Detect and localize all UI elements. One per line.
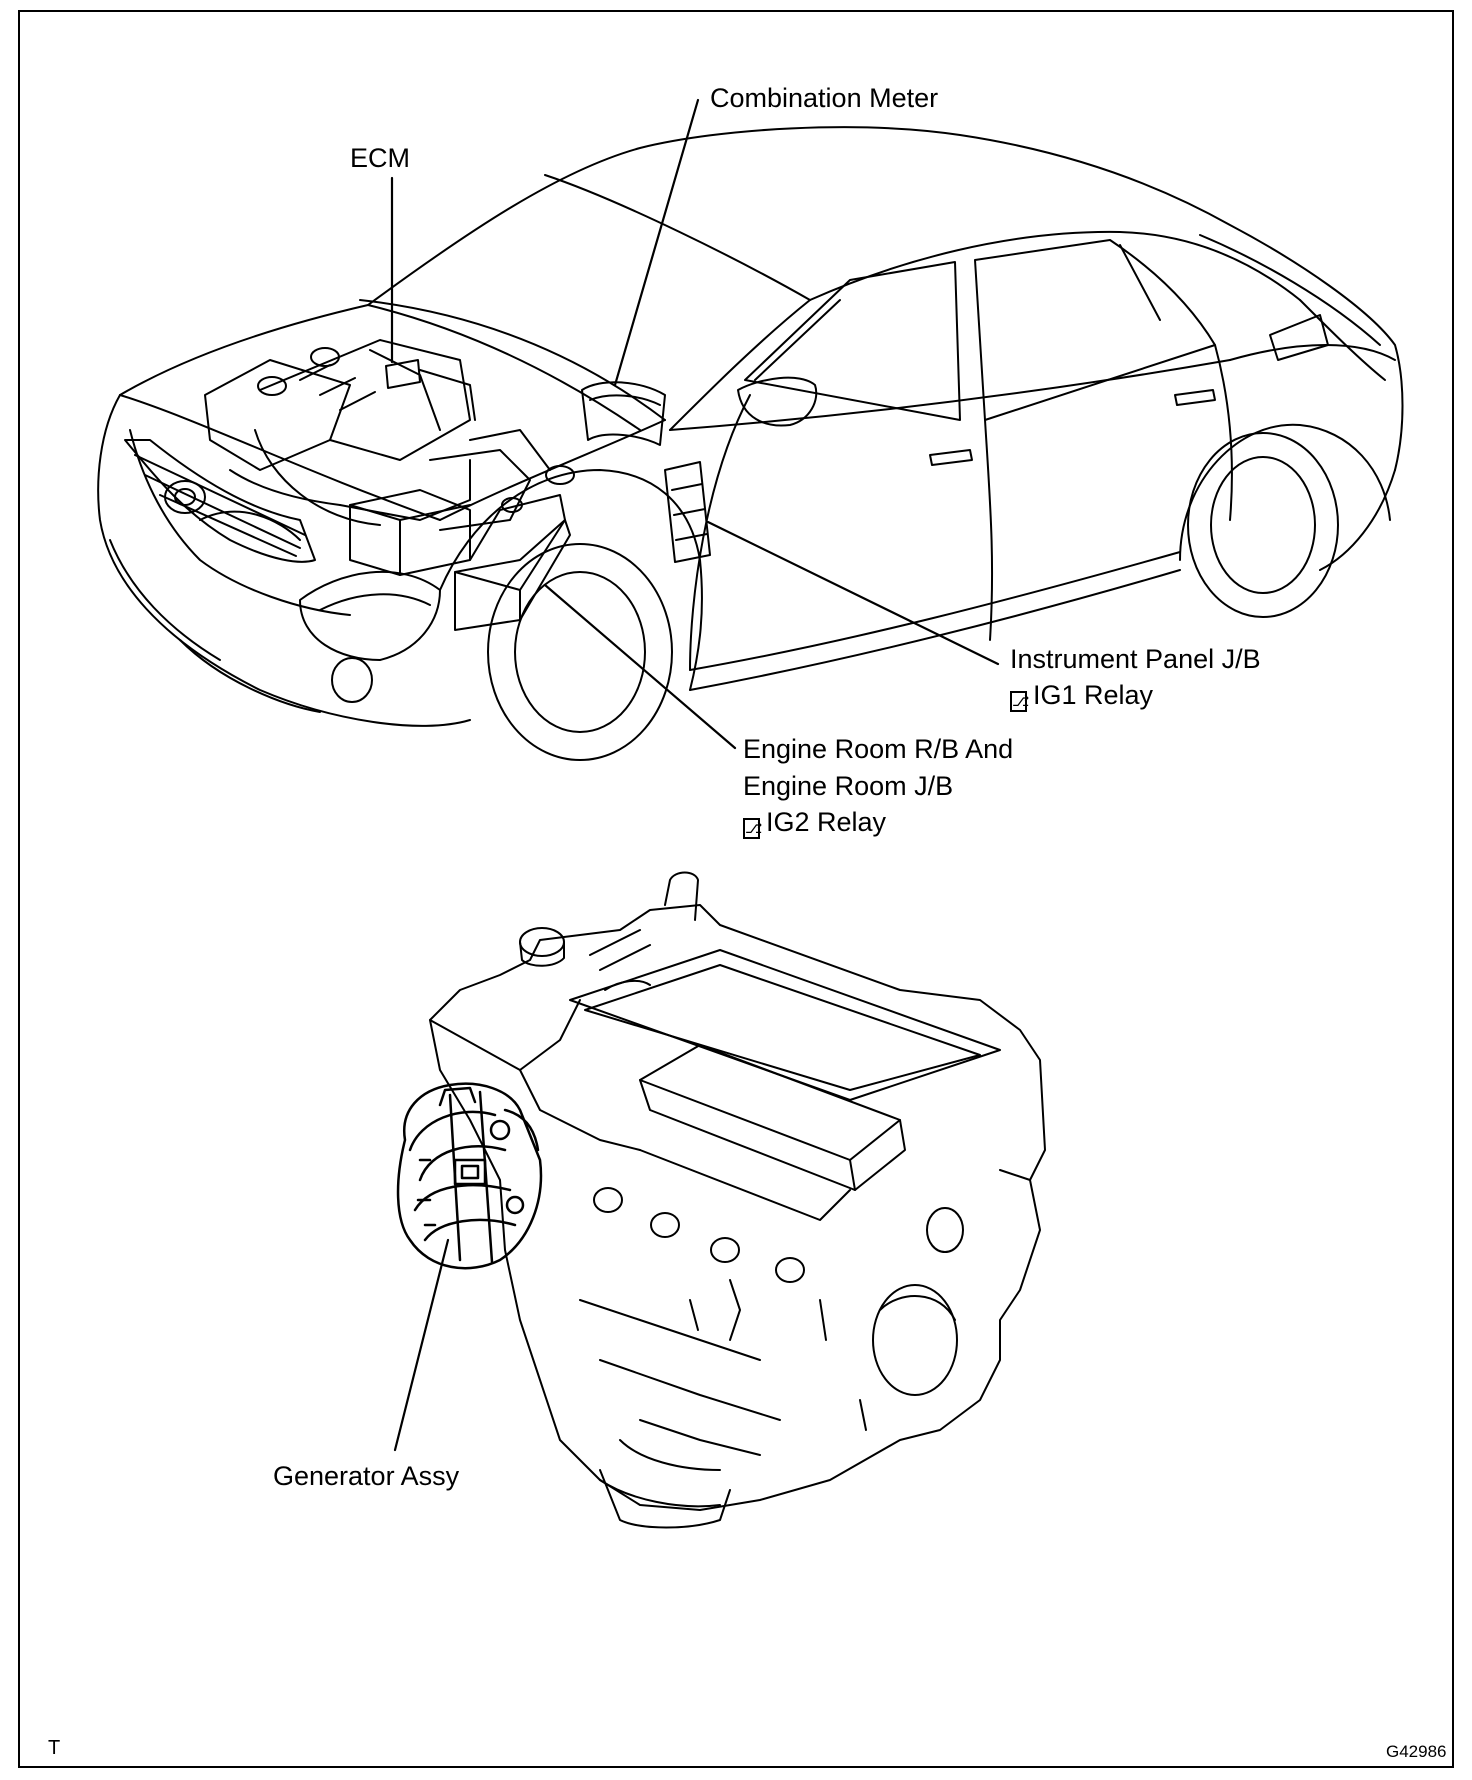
label-generator-assy: Generator Assy xyxy=(273,1461,460,1491)
label-ig1-relay-row: ⎇IG1 Relay xyxy=(1010,677,1153,713)
combination-meter-shape xyxy=(581,381,666,446)
label-combination-meter: Combination Meter xyxy=(710,83,939,113)
ecm-box xyxy=(385,359,421,389)
label-ig2-relay-row: ⎇IG2 Relay xyxy=(743,804,886,840)
diagram-frame xyxy=(18,10,1454,1768)
figure-code: G42986 xyxy=(1386,1742,1447,1761)
generator-assy-shape xyxy=(396,1082,543,1270)
label-ig1-relay: IG1 Relay xyxy=(1033,680,1154,710)
label-instrument-panel-jb: Instrument Panel J/B xyxy=(1010,644,1261,674)
footer-left-mark: T xyxy=(48,1737,61,1759)
label-engine-room-rb: Engine Room R/B And xyxy=(743,734,1014,764)
label-engine-room-jb: Engine Room J/B xyxy=(743,771,954,801)
engine-illustration xyxy=(429,871,1046,1529)
label-ecm: ECM xyxy=(350,143,410,173)
engine-room-rb-shape xyxy=(454,519,571,631)
relay-symbol-icon: ⎇ xyxy=(1010,691,1030,712)
car-illustration xyxy=(97,126,1404,761)
leader-lines xyxy=(390,98,1000,1452)
label-ig2-relay: IG2 Relay xyxy=(766,807,887,837)
instrument-panel-jb-shape xyxy=(664,461,711,563)
relay-symbol-icon: ⎇ xyxy=(743,818,763,839)
